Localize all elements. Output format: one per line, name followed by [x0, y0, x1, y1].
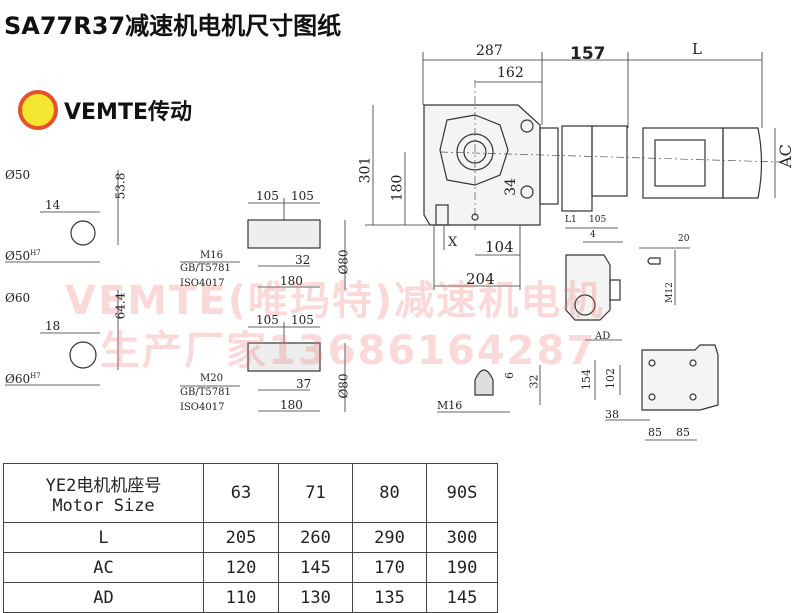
- dim-162: 162: [497, 65, 524, 81]
- tolerance-class: H7: [30, 249, 41, 257]
- tolerance-value: Ø50: [5, 249, 31, 263]
- shaft1-dim-32: 32: [295, 253, 311, 267]
- keyway2-tolerance: Ø60H7: [5, 372, 41, 386]
- dim-L: L: [692, 40, 702, 58]
- shaft1-dim-180: 180: [280, 274, 303, 288]
- size-cell: 80: [352, 463, 427, 523]
- side-view: [565, 227, 690, 341]
- shaft1-105-a: 105: [256, 189, 279, 203]
- shaft2-105-b: 105: [291, 313, 314, 327]
- dim-4: 4: [590, 230, 596, 240]
- dim-102: 102: [604, 368, 617, 389]
- bolt-detail: [437, 365, 541, 413]
- size-cell: 90S: [426, 463, 498, 523]
- view-x-label: X: [448, 235, 458, 250]
- dim-AD: AD: [595, 331, 611, 342]
- header-cn: YE2电机机座号: [45, 475, 162, 496]
- shaft1-bolt: M16: [200, 250, 223, 261]
- keyway1-height: 53.8: [113, 172, 128, 200]
- table-cell: 145: [426, 582, 498, 613]
- intermediate-gear: [539, 125, 628, 212]
- table-cell: 110: [203, 582, 279, 613]
- dim-38: 38: [605, 408, 619, 421]
- shaft2-standard-iso: ISO4017: [180, 402, 225, 413]
- dim-34: 34: [502, 178, 519, 196]
- table-row: L 205 260 290 300: [3, 522, 498, 553]
- table-cell: 135: [352, 582, 427, 613]
- dim-M12: M12: [664, 282, 675, 303]
- size-cell: 71: [278, 463, 353, 523]
- shaft2-105-a: 105: [256, 313, 279, 327]
- dim-204: 204: [466, 270, 495, 288]
- table-cell: 120: [203, 552, 279, 583]
- keyway2-key-width: 18: [45, 319, 61, 333]
- table-cell: 190: [426, 552, 498, 583]
- flange-view: [594, 344, 719, 441]
- dim-L1: L1: [565, 215, 577, 225]
- row-label: L: [3, 522, 204, 553]
- shaft2-diameter: Ø80: [336, 373, 351, 399]
- brand-logo: VEMTE传动: [18, 90, 192, 130]
- motor: [642, 127, 763, 199]
- size-cell: 63: [203, 463, 279, 523]
- header-label-cell: YE2电机机座号 Motor Size: [3, 463, 204, 523]
- bolt-M16: M16: [437, 399, 463, 412]
- dim-301: 301: [357, 156, 374, 184]
- gearbox-housing: [423, 104, 541, 226]
- shaft1-diameter: Ø80: [336, 249, 351, 275]
- dim-32: 32: [527, 374, 541, 389]
- page-title: SA77R37减速机电机尺寸图纸: [4, 12, 342, 40]
- dim-287: 287: [476, 43, 503, 59]
- table-cell: 170: [352, 552, 427, 583]
- dim-20: 20: [678, 234, 690, 244]
- shaft2-dim-37: 37: [296, 377, 312, 391]
- shaft2-bolt: M20: [200, 373, 223, 384]
- keyway2-diameter: Ø60: [5, 291, 31, 305]
- dim-6: 6: [503, 372, 516, 379]
- row-label: AC: [3, 552, 204, 583]
- shaft1-standard-iso: ISO4017: [180, 278, 225, 289]
- watermark-line-2: 生产厂家13686164287: [100, 328, 597, 374]
- keyway1-tolerance: Ø50H7: [5, 249, 41, 263]
- shaft1-105-b: 105: [291, 189, 314, 203]
- watermark-line-1: VEMTE(唯玛特)减速机电机: [65, 278, 605, 324]
- logo-icon: [18, 90, 58, 130]
- technical-drawing: [5, 52, 781, 441]
- dim-85-right: 85: [676, 426, 690, 439]
- keyway2-height: 64.4: [113, 292, 128, 320]
- keyway-detail-50: [5, 170, 119, 263]
- table-row: AD 110 130 135 145: [3, 582, 498, 613]
- table-cell: 130: [278, 582, 353, 613]
- keyway1-key-width: 14: [45, 198, 61, 212]
- row-label: AD: [3, 582, 204, 613]
- keyway1-diameter: Ø50: [5, 168, 31, 182]
- table-cell: 205: [203, 522, 279, 553]
- dim-154: 154: [580, 369, 593, 390]
- shaft1-standard-gb: GB/T5781: [180, 263, 231, 274]
- shaft-detail-1: [180, 198, 346, 290]
- dim-85-left: 85: [648, 426, 662, 439]
- table-cell: 300: [426, 522, 498, 553]
- tolerance-value: Ø60: [5, 372, 31, 386]
- dim-side-105: 105: [589, 215, 607, 225]
- table-header-row: YE2电机机座号 Motor Size 63 71 80 90S: [3, 463, 498, 523]
- tolerance-class: H7: [30, 372, 41, 380]
- brand-name: VEMTE传动: [64, 100, 192, 125]
- dim-104: 104: [485, 238, 514, 256]
- shaft2-dim-180: 180: [280, 398, 303, 412]
- table-cell: 290: [352, 522, 427, 553]
- dim-157: 157: [570, 44, 606, 64]
- table-cell: 260: [278, 522, 353, 553]
- shaft-detail-2: [180, 322, 346, 412]
- dim-180: 180: [389, 174, 406, 202]
- keyway-detail-60: [5, 290, 119, 386]
- header-en: Motor Size: [52, 495, 155, 516]
- table-cell: 145: [278, 552, 353, 583]
- shaft2-standard-gb: GB/T5781: [180, 387, 231, 398]
- motor-size-table: YE2电机机座号 Motor Size 63 71 80 90S L 205 2…: [3, 463, 498, 613]
- table-row: AC 120 145 170 190: [3, 552, 498, 583]
- dim-AC: AC: [775, 144, 795, 168]
